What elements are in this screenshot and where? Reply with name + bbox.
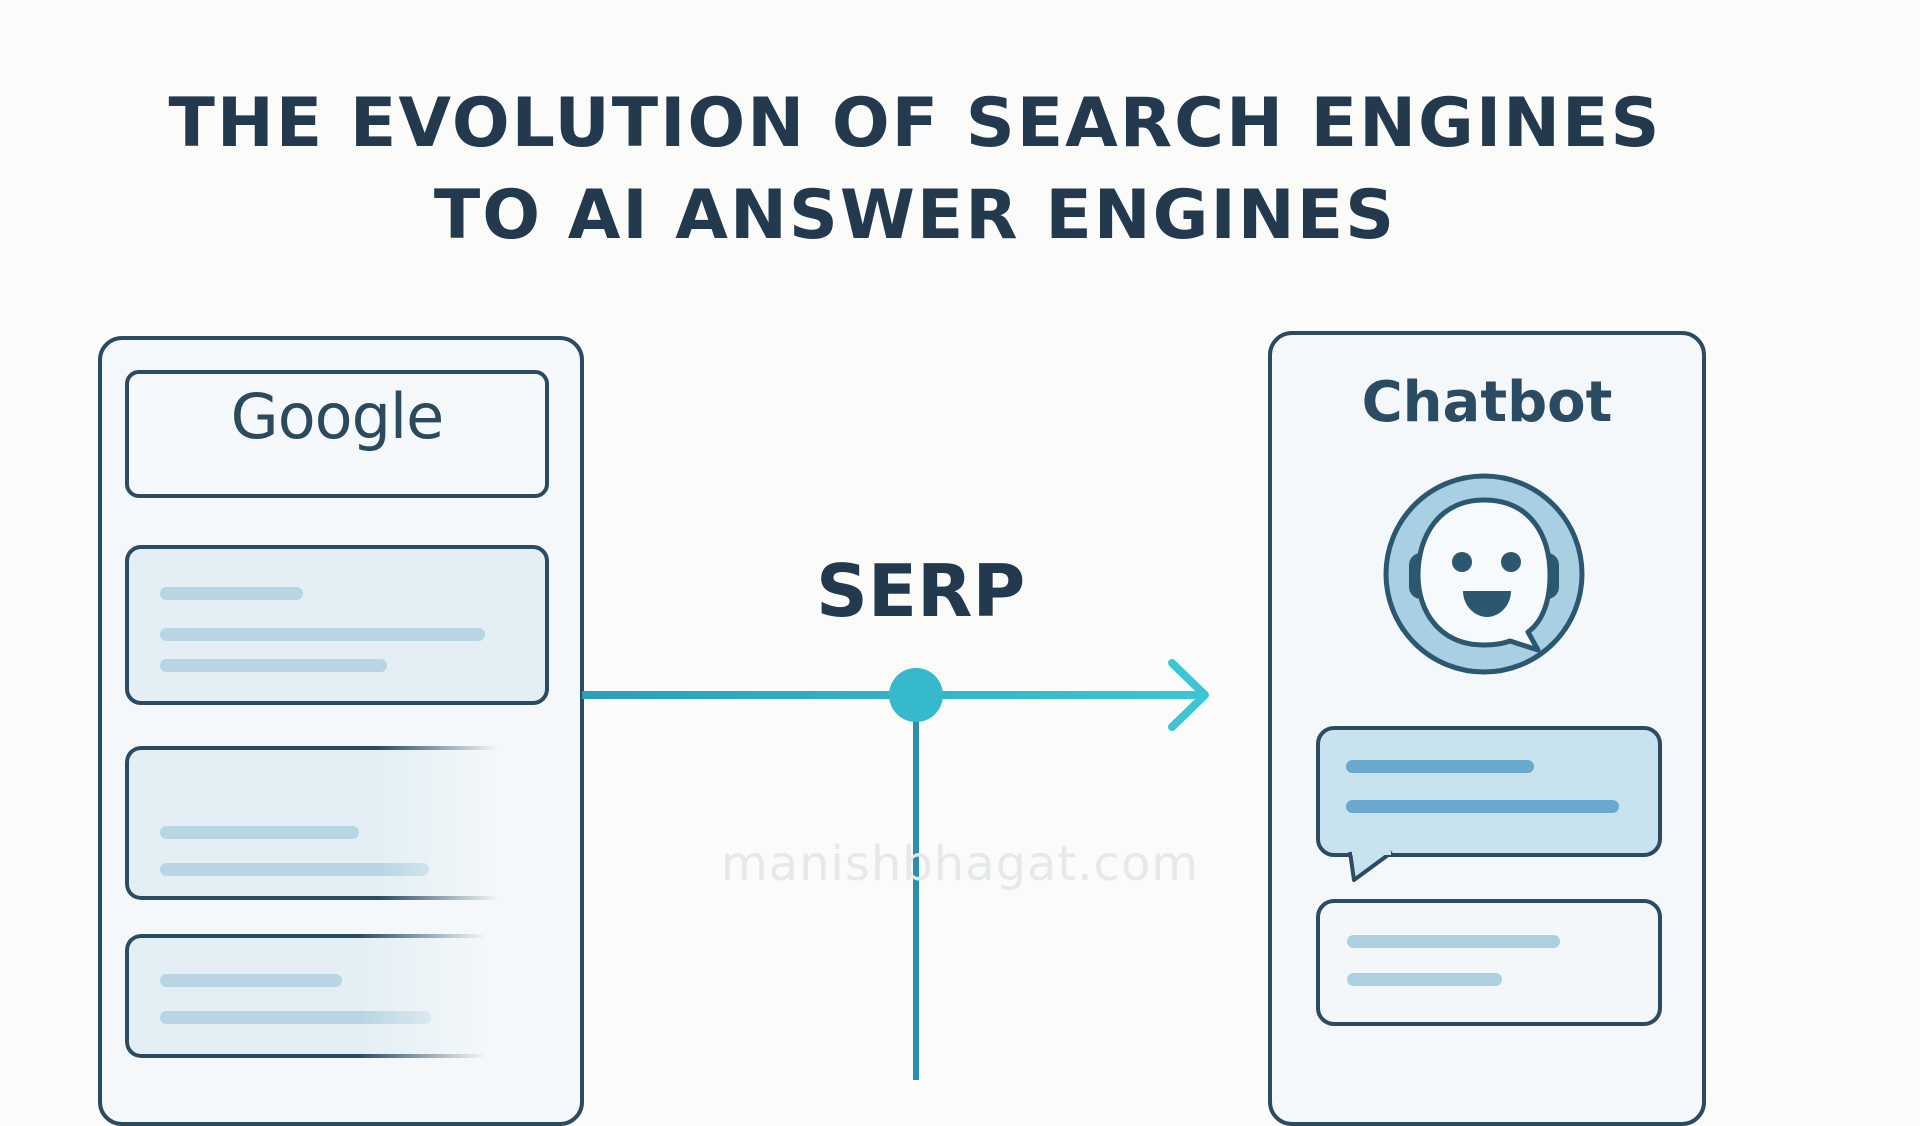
timeline-node — [889, 668, 943, 722]
search-result-card-2 — [125, 746, 549, 900]
result-text-placeholder — [160, 659, 387, 672]
google-logo-text: Google — [230, 380, 445, 453]
message-text-placeholder — [1346, 800, 1619, 813]
result-title-placeholder — [160, 826, 359, 839]
search-engine-header-box — [125, 370, 549, 498]
search-result-card-3 — [125, 934, 549, 1058]
user-message-bubble — [1316, 899, 1662, 1026]
serp-label: SERP — [816, 549, 1026, 633]
chatbot-title: Chatbot — [1361, 370, 1613, 435]
diagram-title-line-2: TO AI ANSWER ENGINES — [433, 176, 1397, 255]
result-title-placeholder — [160, 587, 303, 600]
result-text-placeholder — [160, 863, 429, 876]
message-text-placeholder — [1346, 760, 1534, 773]
result-text-placeholder — [160, 628, 485, 641]
diagram-title-line-1: THE EVOLUTION OF SEARCH ENGINES — [168, 84, 1662, 163]
result-text-placeholder — [160, 1011, 431, 1024]
chatbot-reply-bubble — [1316, 726, 1662, 857]
search-result-card-1 — [125, 545, 549, 705]
result-title-placeholder — [160, 974, 342, 987]
watermark: manishbhagat.com — [720, 836, 1200, 892]
arrow-right-icon — [1168, 659, 1209, 731]
message-text-placeholder — [1347, 935, 1560, 948]
message-text-placeholder — [1347, 973, 1502, 986]
